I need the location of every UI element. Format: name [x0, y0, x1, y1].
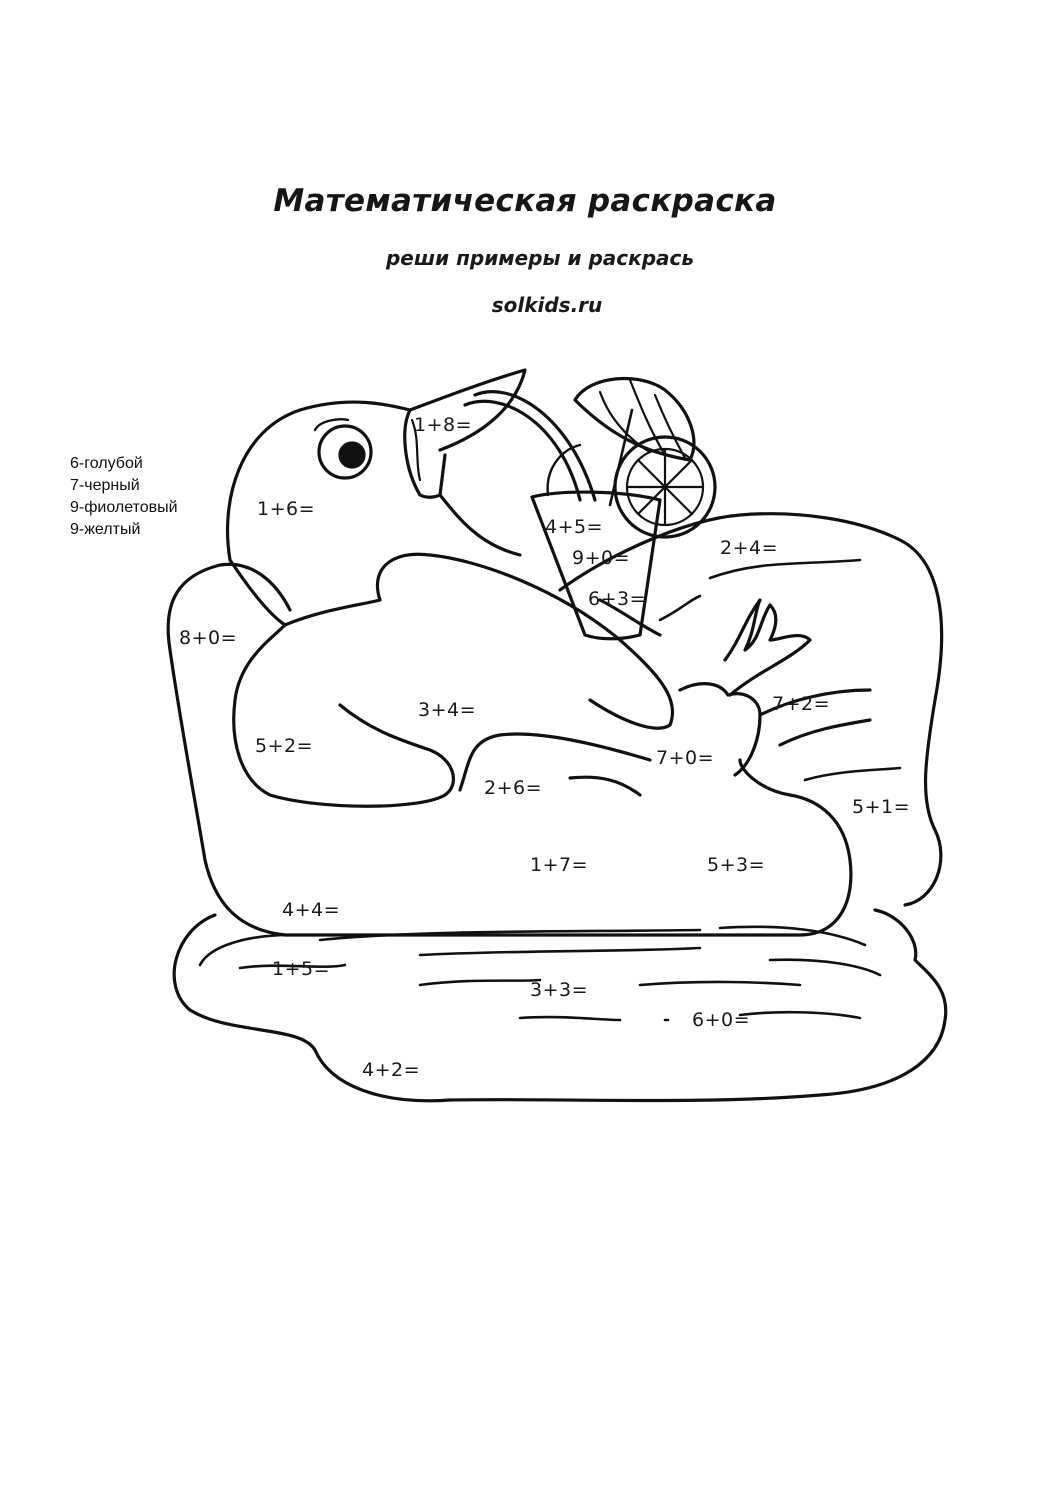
legend-item: 7-черный: [70, 477, 140, 494]
equation-label: 3+3=: [530, 979, 589, 1001]
equation-label: 1+6=: [257, 498, 316, 520]
equation-label: 4+5=: [545, 516, 604, 538]
penguin-foot: [678, 682, 762, 777]
penguin-beak: [403, 368, 527, 499]
equation-label: 4+2=: [362, 1059, 421, 1081]
equation-label: 1+7=: [530, 854, 589, 876]
equation-label: 5+2=: [255, 735, 314, 757]
puddle-outline: [172, 908, 948, 1103]
drink-straw: [463, 399, 582, 502]
equation-label: 5+3=: [707, 854, 766, 876]
color-legend: 6-голубой 7-черный 9-фиолетовый 9-желтый: [70, 453, 178, 541]
drink-umbrella: [573, 376, 696, 462]
penguin-flipper: [375, 552, 675, 730]
lemon-slice: [613, 435, 717, 539]
equation-label: 9+0=: [572, 547, 631, 569]
legend-item: 9-желтый: [70, 521, 141, 538]
equation-label: 2+4=: [720, 537, 779, 559]
back-wave-3: [803, 766, 902, 782]
site-name: solkids.ru: [491, 293, 603, 317]
equation-label: 3+4=: [418, 699, 477, 721]
equation-label: 2+6=: [484, 777, 543, 799]
equation-label: 5+1=: [852, 796, 911, 818]
equation-label: 1+5=: [272, 958, 331, 980]
equation-label: 8+0=: [179, 627, 238, 649]
page-subtitle: реши примеры и раскрась: [385, 246, 695, 270]
equation-label: 6+0=: [692, 1009, 751, 1031]
back-wave-1: [708, 558, 862, 580]
equation-label: 7+0=: [656, 747, 715, 769]
legend-item: 6-голубой: [70, 455, 143, 472]
legend-item: 9-фиолетовый: [70, 499, 178, 516]
back-wave-2: [658, 594, 702, 622]
equation-label: 1+8=: [414, 414, 473, 436]
equation-label: 4+4=: [282, 899, 341, 921]
page-title: Математическая раскраска: [273, 183, 777, 219]
drink-glass: [530, 490, 662, 641]
penguin-eye: [317, 424, 373, 480]
equation-label: 7+2=: [772, 693, 831, 715]
equation-label: 6+3=: [588, 588, 647, 610]
